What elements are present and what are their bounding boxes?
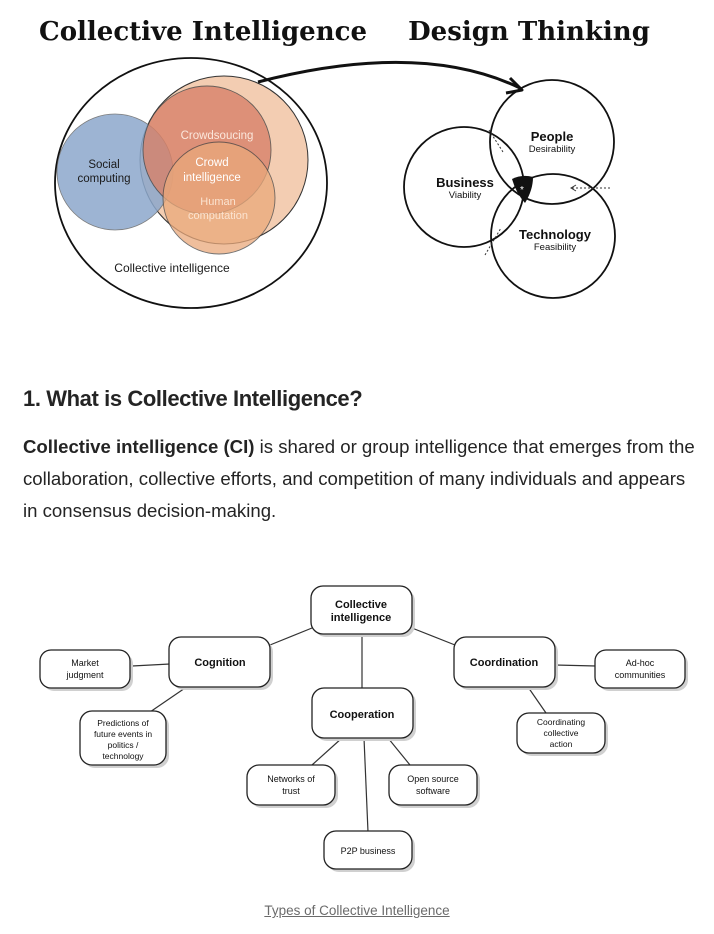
node-networks-line-1: Networks of — [267, 774, 315, 784]
node-coordinating-line-2: collective — [544, 728, 579, 738]
node-predictions-line-4: technology — [102, 751, 144, 761]
types-of-ci-diagram[interactable]: Collective intelligence Cognition Coordi… — [0, 578, 714, 898]
node-adhoc-line-1: Ad-hoc — [626, 658, 655, 668]
node-market-line-2: judgment — [65, 670, 104, 680]
node-coordination[interactable]: Coordination — [453, 636, 558, 690]
venn-star: * — [520, 185, 524, 196]
node-networks-of-trust[interactable]: Networks of trust — [246, 764, 338, 808]
node-predictions[interactable]: Predictions of future events in politics… — [79, 710, 169, 768]
node-predictions-line-2: future events in — [94, 729, 152, 739]
venn-social-label: Social — [88, 159, 119, 171]
venn-crowdsourcing-label: Crowdsoucing — [181, 130, 254, 142]
node-p2p-business[interactable]: P2P business — [323, 830, 415, 872]
diagram-connectors — [131, 627, 597, 833]
business-label: Business — [436, 175, 494, 190]
design-thinking-venn: * People Desirability Business Viability… — [403, 79, 616, 299]
node-networks-line-2: trust — [282, 786, 300, 796]
node-coordinating-line-1: Coordinating — [537, 717, 585, 727]
node-adhoc-line-2: communities — [615, 670, 666, 680]
technology-sub-label: Feasibility — [534, 242, 576, 253]
section-heading: 1. What is Collective Intelligence? — [23, 386, 363, 411]
node-predictions-line-1: Predictions of — [97, 718, 149, 728]
section-paragraph: Collective intelligence (CI) is shared o… — [23, 431, 703, 527]
title-collective-intelligence: Collective Intelligence — [39, 17, 367, 47]
node-coordination-label: Coordination — [470, 657, 539, 669]
node-collective-intelligence[interactable]: Collective intelligence — [310, 585, 415, 637]
node-p2p-label: P2P business — [341, 846, 396, 856]
ci-design-thinking-figure: Collective Intelligence Design Thinking … — [39, 17, 650, 309]
venn-human-label: Human — [200, 196, 235, 208]
node-opensource-line-2: software — [416, 786, 450, 796]
people-label: People — [531, 129, 574, 144]
node-coordinating-action[interactable]: Coordinating collective action — [516, 712, 608, 756]
venn-outer-label: Collective intelligence — [114, 261, 230, 275]
node-open-source[interactable]: Open source software — [388, 764, 480, 808]
curved-arrow — [257, 60, 524, 95]
node-coordinating-line-3: action — [550, 739, 573, 749]
node-root-line-1: Collective — [335, 599, 387, 611]
people-sub-label: Desirability — [529, 144, 576, 155]
ci-venn-diagram: Social computing Crowdsoucing Crowd inte… — [54, 57, 328, 309]
node-cooperation[interactable]: Cooperation — [311, 687, 416, 741]
venn-crowd-label: Crowd — [195, 157, 228, 169]
figure-caption-link[interactable]: Types of Collective Intelligence — [264, 903, 450, 918]
paragraph-bold-term: Collective intelligence (CI) — [23, 436, 255, 457]
node-root-line-2: intelligence — [331, 612, 392, 624]
node-adhoc-communities[interactable]: Ad-hoc communities — [594, 649, 688, 691]
node-cognition-label: Cognition — [194, 657, 246, 669]
venn-crowd-label-2: intelligence — [183, 172, 241, 184]
node-cognition[interactable]: Cognition — [168, 636, 273, 690]
venn-social-label-2: computing — [77, 173, 130, 185]
node-cooperation-label: Cooperation — [330, 709, 395, 721]
node-market-line-1: Market — [71, 658, 99, 668]
technology-label: Technology — [519, 227, 592, 242]
venn-human-label-2: computation — [188, 210, 248, 222]
business-sub-label: Viability — [449, 190, 482, 201]
node-market-judgment[interactable]: Market judgment — [39, 649, 133, 691]
paragraph-body: is shared or group intelligence that eme… — [23, 436, 695, 521]
node-predictions-line-3: politics / — [108, 740, 139, 750]
node-opensource-line-1: Open source — [407, 774, 459, 784]
title-design-thinking: Design Thinking — [408, 17, 650, 47]
